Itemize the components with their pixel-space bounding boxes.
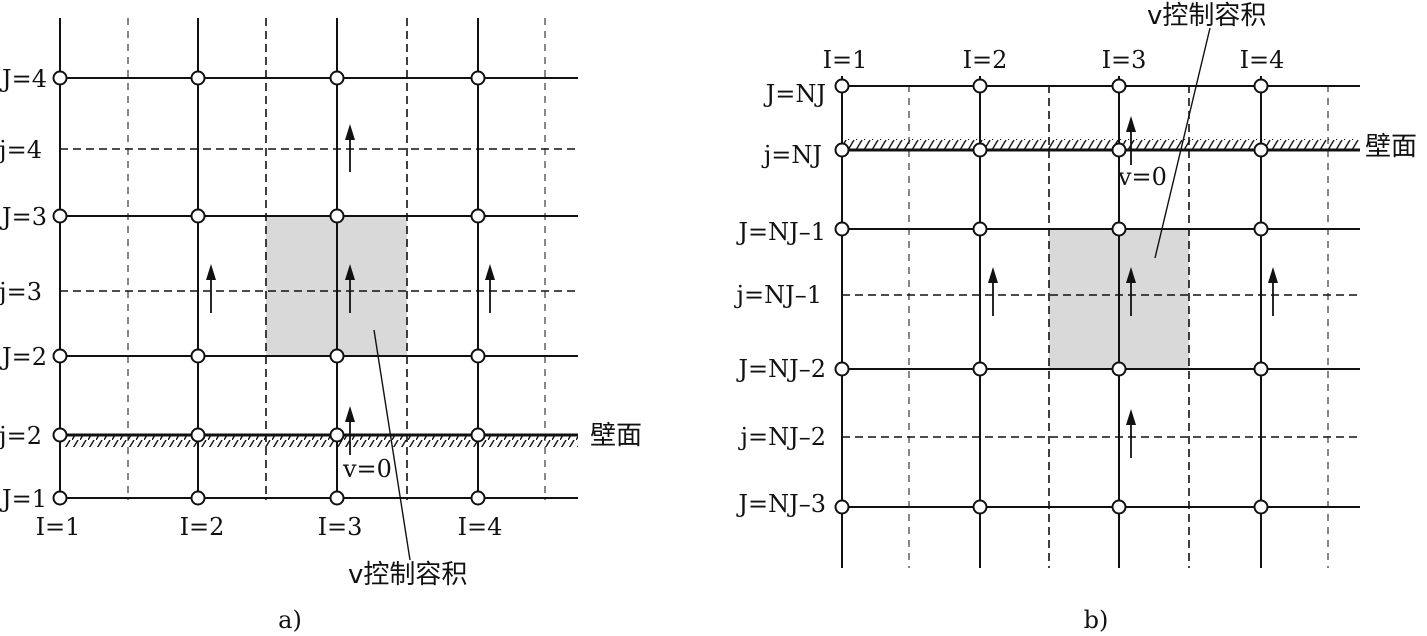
row-label: j=NJ–2 bbox=[738, 423, 826, 451]
col-label: I=3 bbox=[318, 513, 363, 541]
up-arrow-icon bbox=[1126, 116, 1136, 165]
up-arrow-icon bbox=[1126, 409, 1136, 458]
up-arrow-icon bbox=[988, 267, 998, 316]
row-label: J=NJ bbox=[763, 80, 826, 108]
up-arrow-icon bbox=[1268, 267, 1278, 316]
row-label: J=NJ–1 bbox=[735, 218, 826, 246]
up-arrow-icon bbox=[206, 264, 216, 313]
col-labels-a: I=1 I=2 I=3 I=4 bbox=[36, 513, 503, 541]
wall-b bbox=[842, 139, 1360, 152]
col-label: I=4 bbox=[458, 513, 503, 541]
horizontal-grid-lines-a bbox=[60, 77, 578, 499]
col-label: I=4 bbox=[1240, 46, 1285, 74]
row-label: J=2 bbox=[0, 343, 47, 371]
up-arrow-icon bbox=[345, 264, 355, 313]
control-volume-label: v控制容积 bbox=[348, 560, 467, 590]
row-label: J=NJ–3 bbox=[735, 490, 826, 518]
v-arrows-a bbox=[206, 124, 495, 455]
minor-vertical-dashes-a bbox=[127, 18, 546, 500]
col-label: I=1 bbox=[823, 46, 868, 74]
col-label: I=2 bbox=[180, 513, 225, 541]
row-labels-b: J=NJ j=NJ J=NJ–1 j=NJ–1 J=NJ–2 j=NJ–2 J=… bbox=[734, 80, 826, 518]
row-label: j=2 bbox=[0, 422, 42, 450]
row-label: j=4 bbox=[0, 136, 42, 164]
v-zero-label: v=0 bbox=[342, 455, 392, 483]
grid-nodes-b bbox=[834, 78, 1269, 515]
row-label: J=3 bbox=[0, 203, 47, 231]
vertical-grid-lines-a bbox=[59, 18, 479, 500]
minor-vertical-dashes-b bbox=[908, 85, 1329, 568]
cv-vertical-dashes-b bbox=[1048, 85, 1190, 568]
v-zero-label: v=0 bbox=[1117, 163, 1167, 191]
grid-nodes-a bbox=[52, 70, 486, 506]
panel-b: J=NJ j=NJ J=NJ–1 j=NJ–1 J=NJ–2 j=NJ–2 J=… bbox=[734, 1, 1417, 634]
up-arrow-icon bbox=[485, 264, 495, 313]
row-label: j=3 bbox=[0, 278, 42, 306]
panel-a: J=4 j=4 J=3 j=3 J=2 j=2 J=1 I=1 I=2 I=3 … bbox=[0, 18, 642, 634]
col-label: I=1 bbox=[36, 513, 81, 541]
col-labels-b: I=1 I=2 I=3 I=4 bbox=[823, 46, 1285, 74]
control-volume-label: v控制容积 bbox=[1147, 1, 1266, 31]
row-label: j=NJ bbox=[761, 141, 822, 169]
wall-a bbox=[60, 433, 578, 447]
col-label: I=3 bbox=[1102, 46, 1147, 74]
cv-leader-line-b bbox=[1154, 27, 1211, 259]
row-label: J=1 bbox=[0, 485, 47, 513]
panel-caption: a) bbox=[278, 606, 302, 634]
up-arrow-icon bbox=[1126, 267, 1136, 316]
cv-vertical-dashes-a bbox=[265, 18, 408, 500]
row-label: J=NJ–2 bbox=[735, 355, 826, 383]
row-labels-a: J=4 j=4 J=3 j=3 J=2 j=2 J=1 bbox=[0, 65, 47, 513]
wall-label: 壁面 bbox=[1365, 132, 1417, 162]
v-arrows-b bbox=[988, 116, 1278, 458]
up-arrow-icon bbox=[345, 406, 355, 455]
vertical-grid-lines-b bbox=[841, 76, 1262, 568]
up-arrow-icon bbox=[345, 124, 355, 172]
col-label: I=2 bbox=[963, 46, 1008, 74]
panel-caption: b) bbox=[1084, 606, 1109, 634]
cv-leader-line-a bbox=[373, 329, 411, 561]
wall-label: 壁面 bbox=[590, 421, 642, 451]
row-label: j=NJ–1 bbox=[734, 281, 822, 309]
row-label: J=4 bbox=[0, 65, 47, 93]
